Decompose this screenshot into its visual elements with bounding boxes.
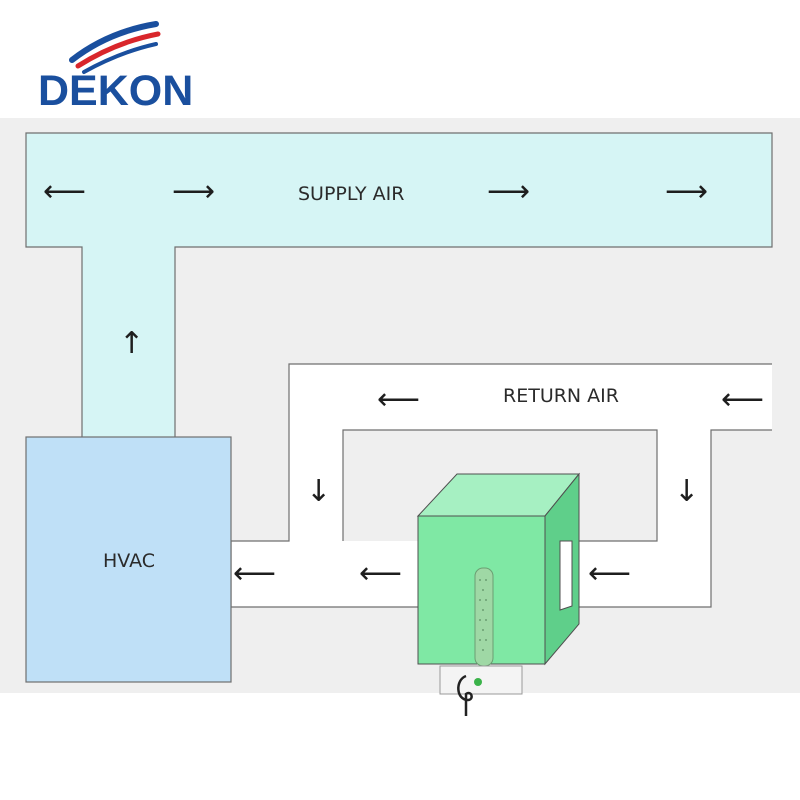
return-arrow-left-5: ⟵ <box>588 556 631 591</box>
return-arrow-down-2: ↓ <box>674 474 699 509</box>
dekon-logo: DEKON <box>38 20 193 115</box>
hvac-unit <box>25 436 232 683</box>
tube-perforation <box>479 579 487 651</box>
supply-arrow-right-1: ⟶ <box>172 174 215 209</box>
return-arrow-left-4: ⟵ <box>359 556 402 591</box>
supply-arrow-right-2: ⟶ <box>487 174 530 209</box>
return-arrow-left-1: ⟵ <box>377 382 420 417</box>
hvac-label: HVAC <box>103 550 155 572</box>
return-arrow-left-2: ⟵ <box>721 382 764 417</box>
supply-arrow-left: ⟵ <box>43 174 86 209</box>
purifier-indicator-light <box>474 678 482 686</box>
purifier-power-cord <box>457 674 473 716</box>
supply-arrow-right-3: ⟶ <box>665 174 708 209</box>
purifier-uv-tube <box>474 567 494 667</box>
supply-arrow-up: ↑ <box>119 326 144 361</box>
logo-wordmark: DEKON <box>38 67 194 115</box>
return-arrow-down-1: ↓ <box>306 474 331 509</box>
logo-swoosh <box>69 21 161 74</box>
return-air-label: RETURN AIR <box>503 385 619 407</box>
supply-air-label: SUPPLY AIR <box>298 183 404 205</box>
return-arrow-left-3: ⟵ <box>233 556 276 591</box>
purifier-inlet-opening <box>559 540 573 611</box>
